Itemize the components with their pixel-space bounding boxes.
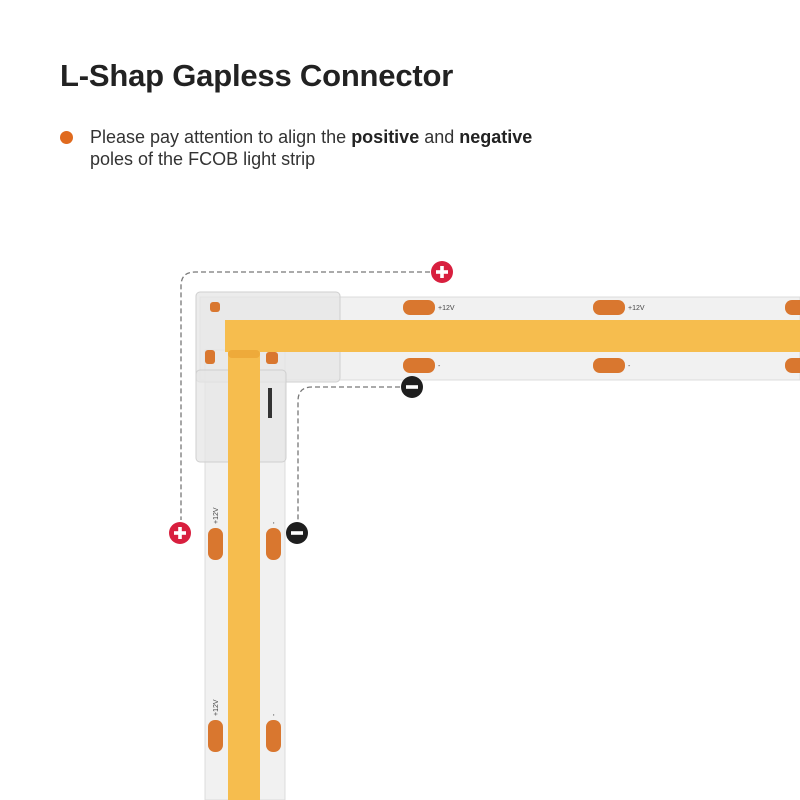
negative-label: - bbox=[271, 713, 278, 716]
positive-label: +12V bbox=[213, 507, 220, 524]
bullet-dot-icon bbox=[60, 131, 73, 144]
pad bbox=[785, 300, 800, 315]
positive-label: +12V bbox=[628, 305, 645, 312]
negative-label: - bbox=[628, 363, 631, 370]
positive-label: +12V bbox=[438, 305, 455, 312]
note-positive: positive bbox=[351, 127, 420, 147]
pad bbox=[785, 358, 800, 373]
cob-core-vertical bbox=[228, 350, 260, 800]
pad bbox=[403, 358, 435, 373]
pad bbox=[210, 302, 220, 312]
instruction-text: Please pay attention to align the positi… bbox=[90, 126, 660, 170]
clip-slot bbox=[268, 388, 272, 418]
pad bbox=[266, 720, 281, 752]
minus-circle-icon bbox=[286, 522, 308, 544]
pad bbox=[266, 528, 281, 560]
pad bbox=[208, 528, 223, 560]
pad bbox=[593, 300, 625, 315]
note-text: Please pay attention to align the bbox=[90, 127, 352, 147]
positive-label: +12V bbox=[213, 699, 220, 716]
minus-circle-icon bbox=[401, 376, 423, 398]
pad bbox=[266, 352, 278, 364]
plus-circle-icon bbox=[431, 261, 453, 283]
vertical-pads bbox=[208, 528, 281, 752]
note-text: and bbox=[419, 127, 460, 147]
positive-guide-line bbox=[180, 271, 430, 520]
horizontal-pads bbox=[403, 300, 800, 373]
negative-label: - bbox=[438, 363, 441, 370]
pad bbox=[403, 300, 435, 315]
page-title: L-Shap Gapless Connector bbox=[60, 58, 454, 93]
cob-core-horizontal bbox=[225, 320, 800, 352]
negative-label: - bbox=[271, 521, 278, 524]
note-negative: negative bbox=[459, 127, 533, 147]
pad bbox=[593, 358, 625, 373]
pad bbox=[205, 350, 215, 364]
negative-guide-line bbox=[297, 386, 400, 520]
instruction-note: Please pay attention to align the positi… bbox=[60, 126, 660, 170]
core-joint bbox=[228, 350, 260, 358]
note-text: poles of the FCOB light strip bbox=[90, 149, 316, 169]
pad bbox=[208, 720, 223, 752]
plus-circle-icon bbox=[169, 522, 191, 544]
